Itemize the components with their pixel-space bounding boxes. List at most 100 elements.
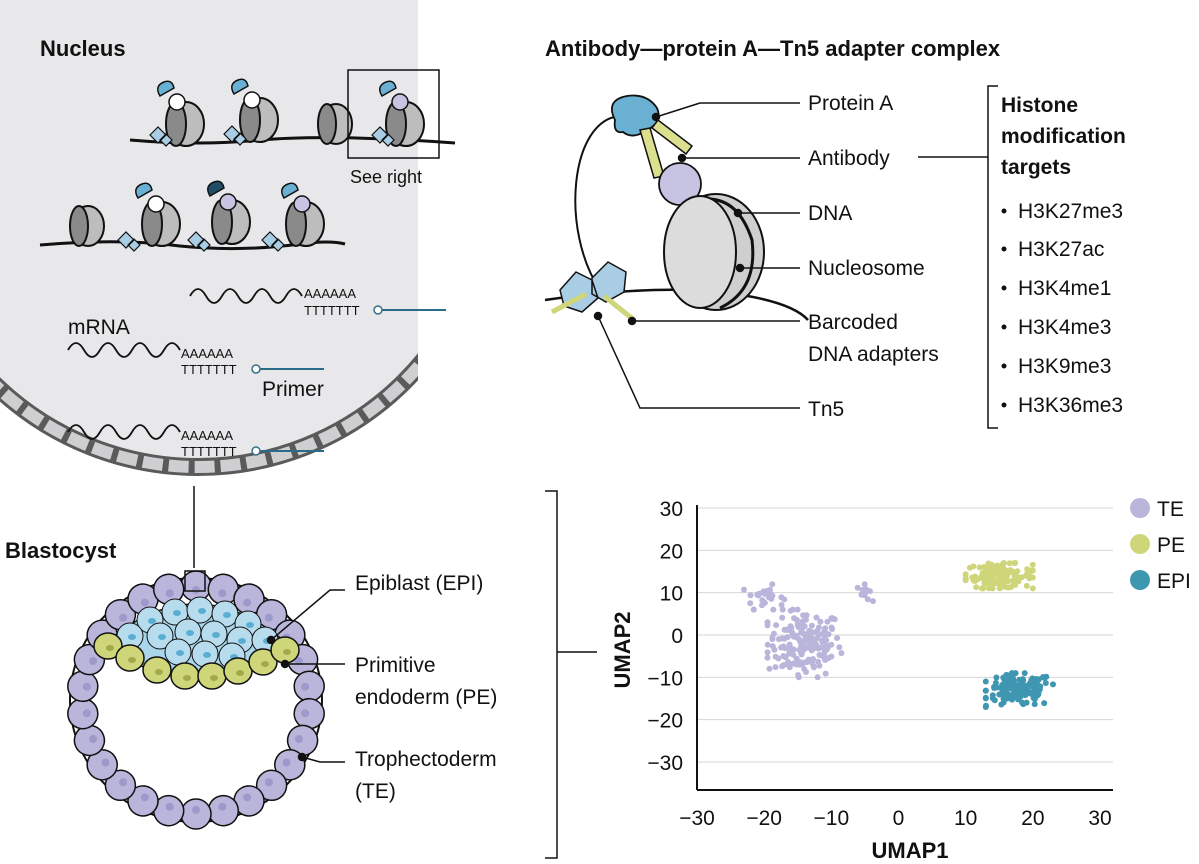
protein-a-icon (157, 80, 175, 98)
polyt-2: TTTTTTT (181, 362, 237, 377)
cell-nucleus (89, 657, 98, 665)
label-te-1: Trophectoderm (355, 748, 497, 771)
blastocyst-diagram (67, 570, 325, 830)
tn5-icon (117, 231, 141, 252)
scatter-point-te (769, 634, 776, 641)
scatter-point-te (787, 607, 794, 614)
label-nucleosome: Nucleosome (808, 257, 925, 280)
scatter-point-epi (982, 704, 989, 710)
cell-nucleus (158, 634, 166, 640)
scatter-point-te (838, 650, 845, 657)
chromatin-row-1: See right (129, 69, 456, 187)
scatter-point-epi (982, 695, 989, 702)
legend-swatch-pe (1130, 534, 1150, 554)
scatter-point-te (741, 586, 747, 593)
scatter-point-pe (981, 564, 988, 570)
tn5-icon (223, 125, 247, 146)
bullet-icon (1001, 324, 1007, 330)
histone-mark (168, 93, 186, 111)
x-tick-label: 0 (893, 807, 905, 830)
cell-nucleus (238, 638, 246, 644)
scatter-point-te (795, 672, 802, 678)
label-adapters-1: Barcoded (808, 311, 898, 334)
x-axis-label: UMAP1 (871, 838, 948, 863)
scatter-point-te (809, 639, 816, 646)
scatter-point-epi (1016, 692, 1023, 699)
polya-2: AAAAAA (181, 346, 233, 361)
label-antibody: Antibody (808, 147, 890, 170)
mrna-strand-1 (189, 288, 303, 304)
cell-nucleus (89, 735, 98, 743)
targets-title-2: modification (1001, 125, 1126, 148)
mrna-strand-3 (67, 424, 181, 440)
scatter-point-epi (982, 687, 989, 694)
scatter-point-pe (1029, 561, 1036, 568)
cell-nucleus (236, 670, 244, 676)
scatter-point-epi (1041, 700, 1048, 707)
cell-nucleus (212, 632, 220, 638)
x-tick-label: −20 (746, 807, 782, 830)
scatter-point-te (782, 626, 789, 633)
scatter-point-te (759, 602, 765, 609)
scatter-point-te (764, 654, 771, 661)
zoom-box (184, 570, 206, 592)
scatter-point-te (821, 646, 828, 653)
nuclear-pores (0, 357, 418, 473)
see-right-label: See right (350, 167, 422, 187)
cell-nucleus (198, 608, 206, 614)
scatter-point-epi (1036, 685, 1043, 692)
blastocyst-leaders (266, 589, 345, 763)
x-tick-label: −30 (679, 807, 715, 830)
scatter-point-te (810, 663, 817, 670)
scatter-point-pe (981, 580, 988, 587)
scatter-point-te (817, 618, 824, 625)
polya-3: AAAAAA (181, 428, 233, 443)
label-tn5: Tn5 (808, 398, 844, 421)
scatter-point-te (825, 655, 832, 661)
label-protein-a: Protein A (808, 92, 893, 115)
scatter-points (741, 560, 1056, 710)
scatter-point-te (767, 586, 773, 593)
cell-nucleus (128, 657, 136, 663)
scatter-point-pe (989, 575, 996, 581)
scatter-point-te (759, 597, 766, 604)
cell-nucleus (183, 675, 191, 681)
label-pe-1: Primitive (355, 654, 436, 677)
linker-dna (574, 115, 621, 291)
scatter-point-te (836, 644, 843, 651)
cell-nucleus (294, 735, 303, 743)
cell-nucleus (301, 682, 310, 691)
cell-nucleus (210, 675, 218, 681)
scatter-point-epi (993, 674, 1000, 681)
protein-a-icon (207, 180, 225, 198)
legend-swatch-epi (1130, 570, 1150, 590)
scatter-point-te (813, 614, 820, 621)
scatter-point-epi (1005, 676, 1012, 683)
primer-bead (251, 446, 261, 456)
scatter-point-te (828, 624, 835, 631)
scatter-point-te (764, 649, 771, 656)
mrna-group: AAAAAA TTTTTTT mRNA AAAAAA TTTTTTT Prime… (67, 286, 446, 459)
scatter-point-te (780, 653, 787, 659)
scatter-point-te (866, 588, 873, 595)
scatter-point-pe (1005, 584, 1011, 591)
scatter-point-epi (1031, 701, 1038, 708)
legend-swatch-te (1130, 498, 1150, 518)
label-dna: DNA (808, 202, 852, 225)
target-4: H3K4me3 (1018, 316, 1111, 339)
legend-label-epi: EPI (1157, 570, 1191, 593)
cell-nucleus (243, 598, 252, 607)
targets-title-3: targets (1001, 156, 1071, 179)
nucleosome-1 (149, 80, 205, 147)
bullet-icon (1001, 246, 1007, 252)
scatter-point-pe (1012, 582, 1019, 588)
target-1: H3K27me3 (1018, 200, 1123, 223)
cell-nucleus (119, 778, 128, 787)
scatter-point-epi (1001, 693, 1008, 700)
cell-nucleus (301, 709, 310, 718)
scatter-point-te (815, 624, 822, 631)
nucleosome-large (663, 193, 765, 311)
primer-label: Primer (262, 378, 324, 401)
